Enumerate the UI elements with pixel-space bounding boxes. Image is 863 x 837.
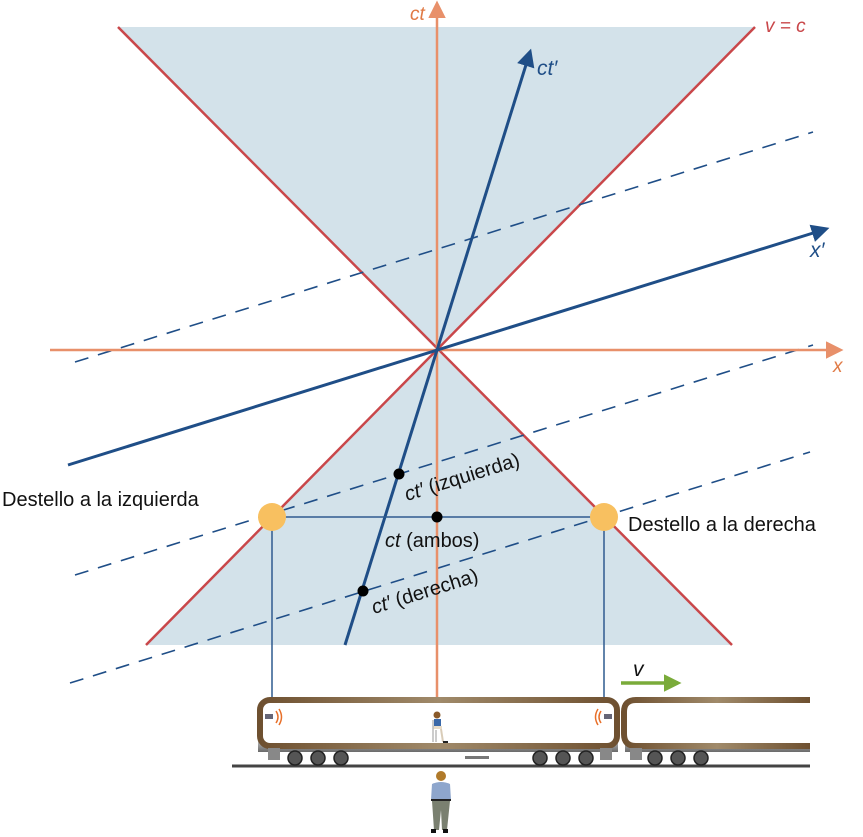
ct-both-prefix: ct (385, 530, 402, 552)
train-observer-icon (432, 711, 448, 743)
light-lines (117, 26, 756, 646)
simultaneity-lines (69, 131, 814, 684)
ct-axis-label: ct (410, 4, 426, 25)
train-car-next (621, 697, 810, 766)
flash-left-label: Destello a la izquierda (2, 489, 200, 511)
flash-right-icon (590, 503, 618, 531)
x-axis-label: x (832, 356, 844, 377)
left-emitter-icon (265, 708, 283, 726)
right-emitter-icon (594, 708, 612, 726)
x-prime-axis-label: x′ (809, 239, 826, 262)
flash-right-label: Destello a la derecha (628, 514, 817, 536)
light-line-label: v = c (765, 16, 806, 37)
event-ct-prime-left-dot (393, 468, 405, 480)
event-ct-both-dot (431, 511, 443, 523)
ct-both-suffix: (ambos) (401, 530, 480, 552)
ct-prime-axis (343, 48, 535, 646)
ground-observer-icon (431, 771, 451, 833)
event-ct-prime-right-dot (357, 585, 369, 597)
flash-left-icon (258, 503, 286, 531)
velocity-label: v (633, 658, 645, 681)
event-label-both: ct (ambos) (385, 530, 479, 552)
train-car-main (257, 697, 620, 766)
ct-prime-axis-label: ct′ (537, 57, 558, 80)
x-prime-axis (67, 224, 830, 467)
past-light-cone (146, 350, 732, 645)
